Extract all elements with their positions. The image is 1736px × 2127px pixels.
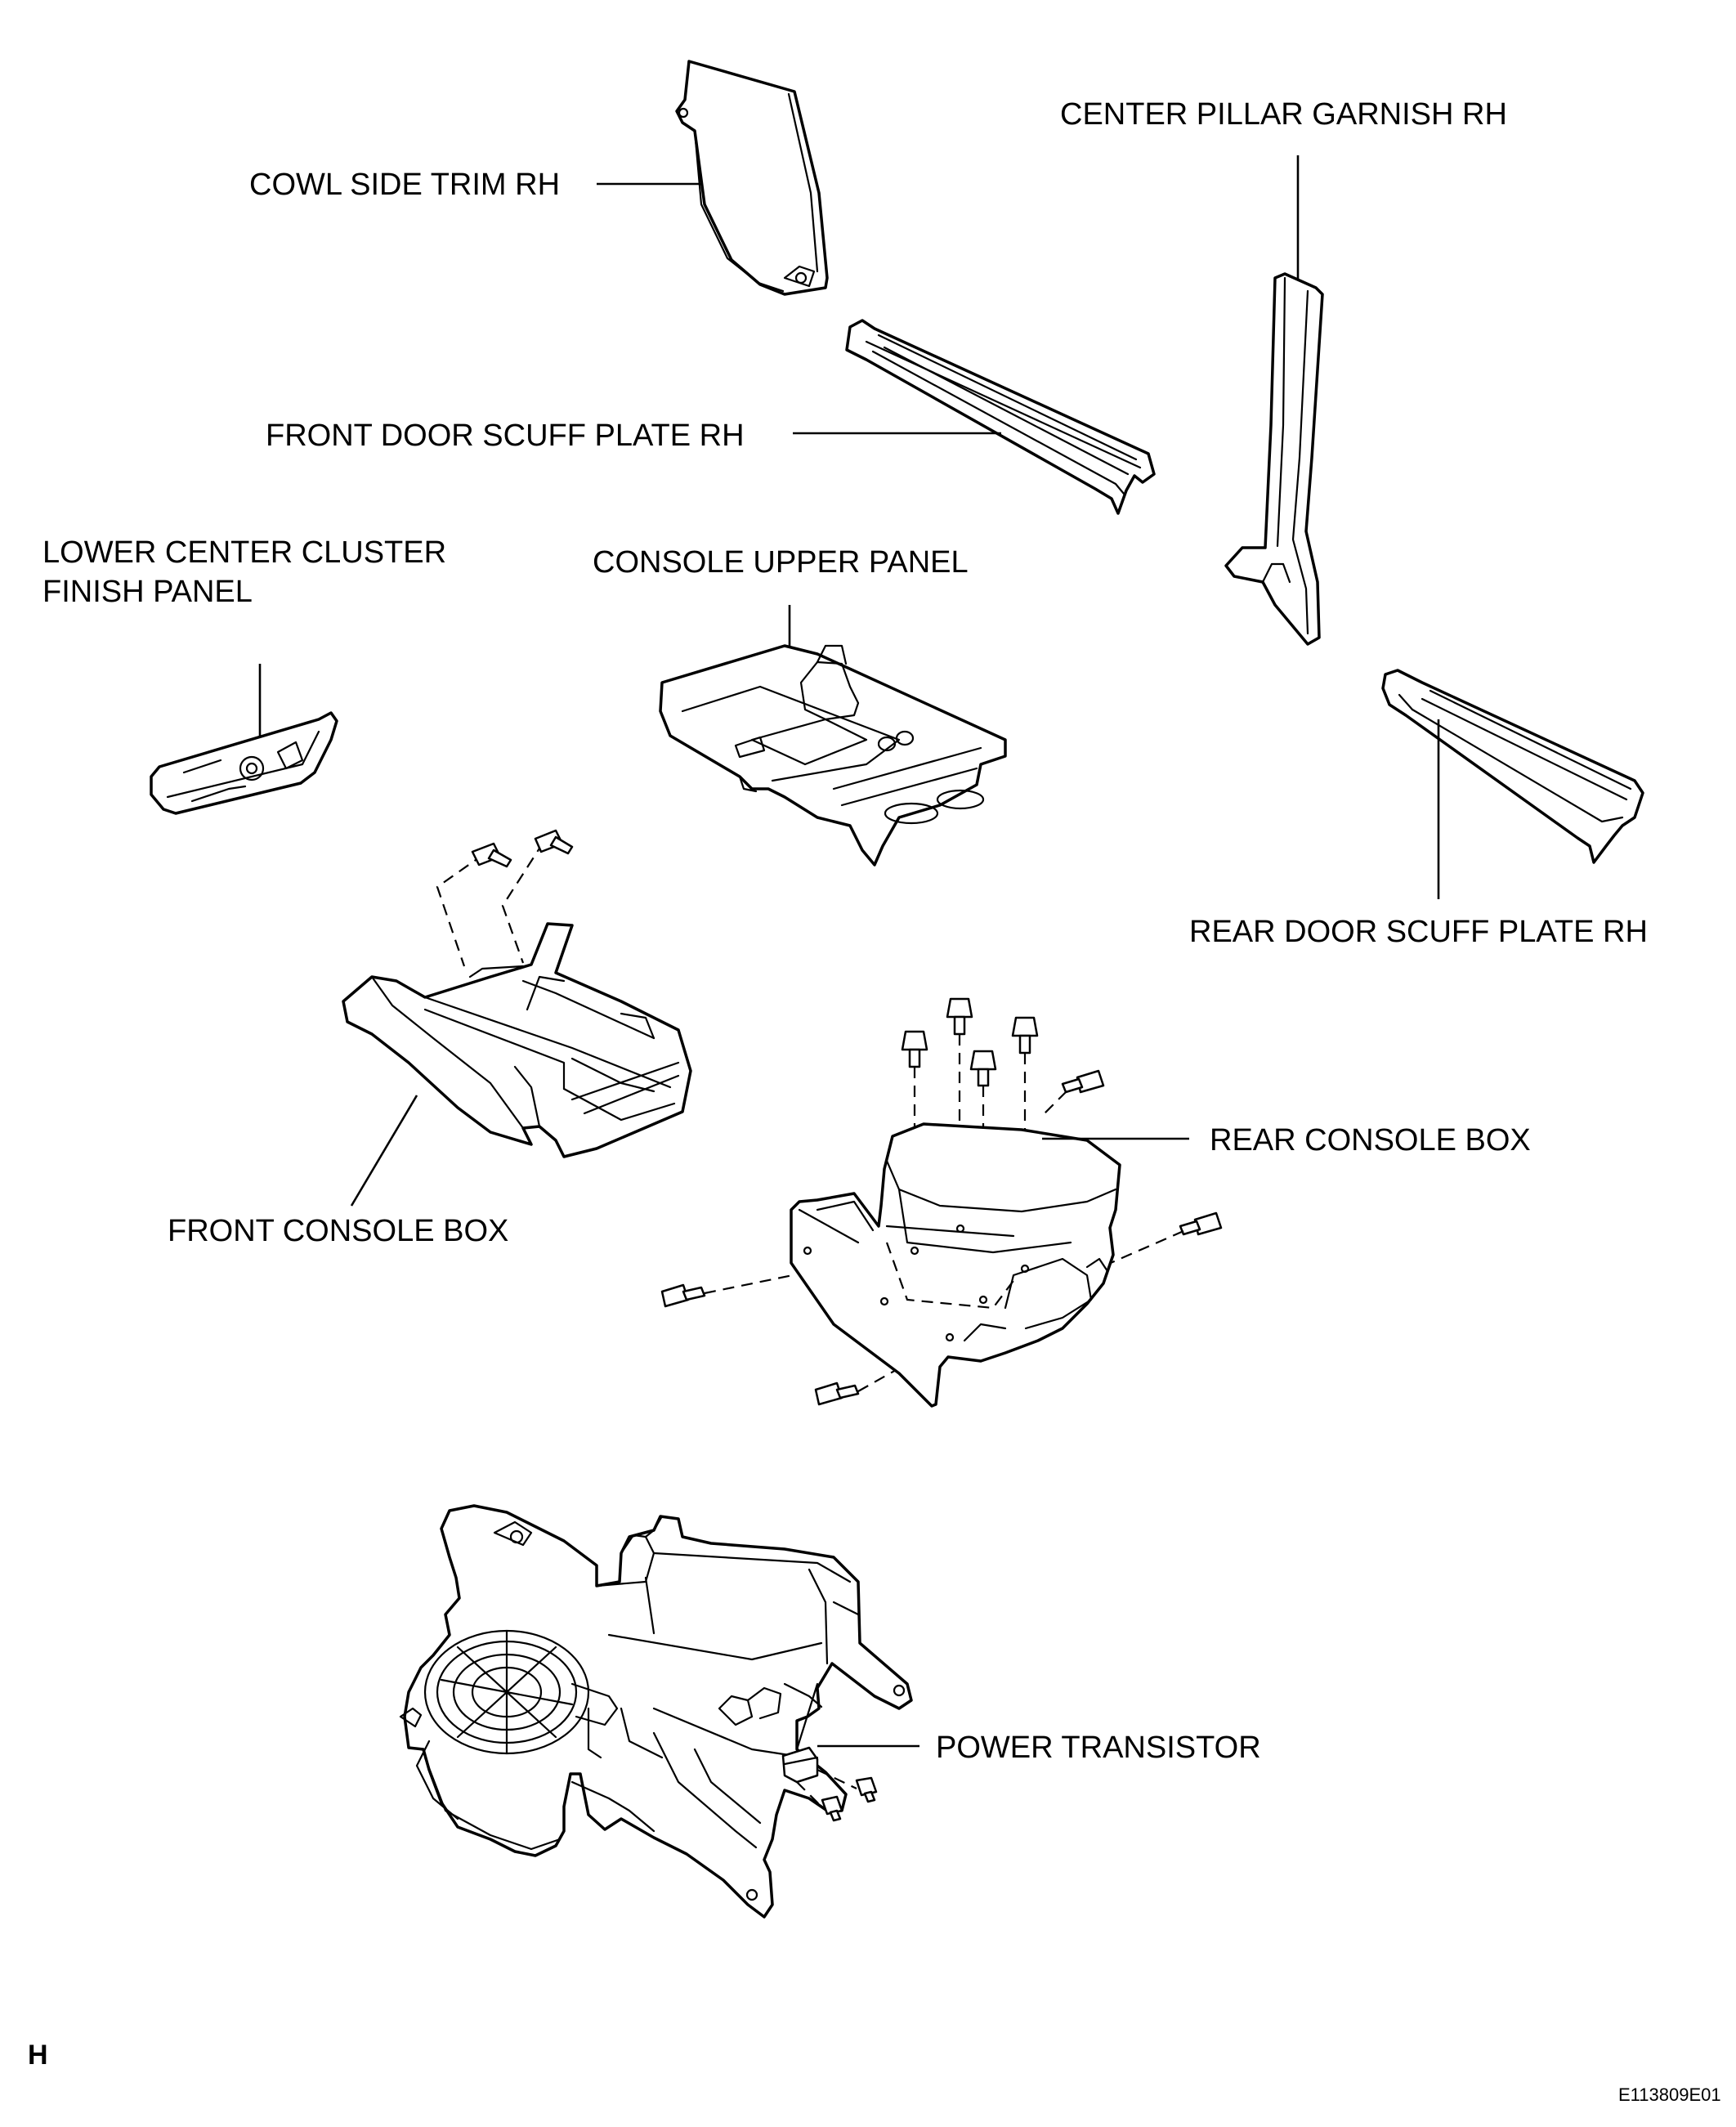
screw-icon bbox=[534, 829, 574, 855]
front-door-scuff-plate-part bbox=[845, 319, 1156, 515]
cowl-side-trim-part bbox=[675, 60, 829, 296]
bolt-icon bbox=[1061, 1069, 1105, 1094]
rear-console-box-label: REAR CONSOLE BOX bbox=[1210, 1123, 1531, 1158]
corner-mark: H bbox=[28, 2040, 48, 2071]
lower-center-cluster-finish-panel-part bbox=[150, 711, 338, 815]
bolt-icon bbox=[901, 1030, 928, 1068]
lower-center-cluster-label-line1: LOWER CENTER CLUSTER bbox=[43, 535, 446, 570]
blower-unit-part bbox=[399, 1504, 913, 1919]
rear-console-box-part bbox=[790, 1122, 1121, 1408]
cowl-side-trim-label: COWL SIDE TRIM RH bbox=[249, 168, 560, 202]
bolt-icon bbox=[946, 997, 973, 1036]
console-upper-panel-part bbox=[659, 644, 1007, 866]
screw-icon bbox=[855, 1776, 878, 1803]
power-transistor-label: POWER TRANSISTOR bbox=[936, 1731, 1261, 1765]
bolt-icon bbox=[814, 1381, 860, 1406]
front-console-box-leader bbox=[350, 1095, 418, 1207]
console-upper-panel-label: CONSOLE UPPER PANEL bbox=[593, 545, 969, 580]
screw-icon bbox=[471, 842, 512, 868]
bolt-icon bbox=[969, 1050, 997, 1087]
power-transistor-part bbox=[781, 1746, 878, 1822]
bolt-icon bbox=[1179, 1211, 1223, 1236]
rear-door-scuff-plate-label: REAR DOOR SCUFF PLATE RH bbox=[1189, 915, 1648, 949]
lower-center-cluster-label-line2: FINISH PANEL bbox=[43, 575, 253, 609]
front-console-box-screws bbox=[436, 829, 574, 967]
front-console-box-part bbox=[342, 922, 692, 1158]
bolt-icon bbox=[1011, 1016, 1039, 1055]
rear-door-scuff-plate-part bbox=[1381, 669, 1644, 864]
figure-code: E113809E01 bbox=[1618, 2084, 1721, 2105]
front-console-box-label: FRONT CONSOLE BOX bbox=[168, 1214, 508, 1248]
front-door-scuff-plate-label: FRONT DOOR SCUFF PLATE RH bbox=[266, 419, 745, 453]
center-pillar-garnish-part bbox=[1224, 272, 1324, 646]
screw-icon bbox=[821, 1795, 843, 1822]
center-pillar-garnish-label: CENTER PILLAR GARNISH RH bbox=[1060, 97, 1507, 132]
bolt-icon bbox=[660, 1283, 706, 1308]
